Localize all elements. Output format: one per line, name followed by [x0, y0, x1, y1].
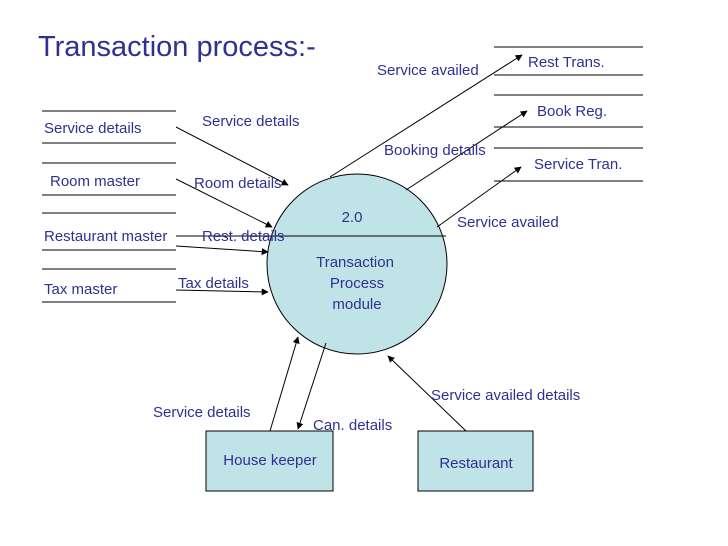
- flow-rest-details-label: Rest. details: [202, 228, 285, 245]
- diagram-title: Transaction process:-: [38, 31, 316, 63]
- store-label: Service Tran.: [534, 156, 622, 173]
- flow-tax-details-label: Tax details: [178, 275, 249, 292]
- process-number: 2.0: [342, 209, 363, 226]
- store-book-reg: Book Reg.: [494, 94, 643, 128]
- flow-hk-service-details-arrow: [269, 336, 300, 432]
- store-label: Service details: [44, 120, 142, 137]
- flow-service-availed-details-arrow: [387, 355, 467, 432]
- store-restaurant-master: Restaurant master: [42, 212, 176, 251]
- store-service-tran: Service Tran.: [494, 147, 643, 182]
- entity-restaurant: Restaurant: [417, 430, 534, 492]
- entity-box: [205, 430, 334, 492]
- store-service-details: Service details: [42, 110, 176, 144]
- process-name-line3: module: [332, 296, 381, 313]
- store-label: Restaurant master: [44, 228, 167, 245]
- process-name-line2: Process: [330, 275, 384, 292]
- flow-room-details-label: Room details: [194, 175, 282, 192]
- store-label: Rest Trans.: [528, 54, 605, 71]
- entity-label: Restaurant: [439, 455, 513, 472]
- store-label: Room master: [50, 173, 140, 190]
- flow-booking-details-arrow: [405, 110, 528, 191]
- process-name-line1: Transaction: [316, 254, 394, 271]
- store-tax-master: Tax master: [42, 268, 176, 303]
- process-circle: [266, 173, 448, 355]
- store-rest-trans: Rest Trans.: [494, 46, 643, 76]
- store-room-master: Room master: [42, 162, 176, 196]
- entity-box: [417, 430, 534, 492]
- flow-service-availed-label: Service availed: [377, 62, 479, 79]
- flow-service-availed-right-arrow: [436, 166, 522, 228]
- flow-service-availed-details-label: Service availed details: [431, 387, 580, 404]
- flow-can-details-arrow: [296, 342, 327, 430]
- flow-booking-details-label: Booking details: [384, 142, 486, 159]
- process-2-0: 2.0 Transaction Process module: [176, 173, 448, 355]
- flow-hk-service-details-label: Service details: [153, 404, 251, 421]
- store-label: Tax master: [44, 281, 117, 298]
- flow-service-availed-arrow: [329, 54, 523, 178]
- flow-tax-details-arrow: [175, 288, 269, 296]
- flow-room-details-arrow: [175, 178, 273, 228]
- flow-can-details-label: Can. details: [313, 417, 392, 434]
- flow-service-details-arrow: [175, 126, 289, 186]
- entity-label: House keeper: [223, 452, 316, 469]
- flow-service-details-label: Service details: [202, 113, 300, 130]
- store-label: Book Reg.: [537, 103, 607, 120]
- entity-house-keeper: House keeper: [205, 430, 334, 492]
- flow-rest-details-arrow: [175, 245, 269, 256]
- flow-service-availed-right-label: Service availed: [457, 214, 559, 231]
